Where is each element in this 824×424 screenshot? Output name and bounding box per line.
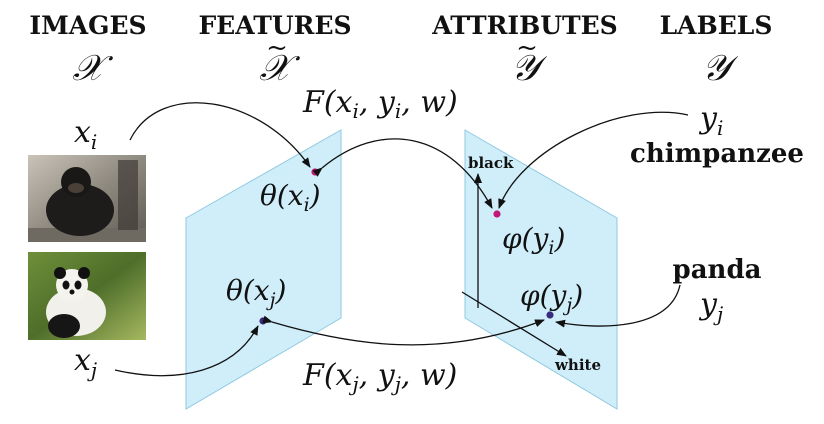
phi-yj-close: ) — [571, 279, 583, 312]
phi-yj-sub: j — [562, 294, 572, 316]
theta-xj-label: θ(xj) — [226, 274, 286, 311]
image-xj-label: xj — [74, 343, 97, 382]
chimpanzee-image — [28, 155, 146, 242]
arrow-compat-bottom — [262, 315, 545, 346]
compat-bottom-ysub: j — [391, 372, 401, 396]
compat-bottom-label: F(xj, yj, w) — [302, 358, 457, 396]
theta-xj-close: ) — [274, 274, 286, 307]
header-features: FEATURES — [198, 11, 351, 40]
symbol-attributes-tilde: ~ — [516, 33, 538, 63]
phi-yj-label: φ(yj) — [520, 279, 583, 316]
yj-base: y — [698, 287, 718, 322]
header-labels: LABELS — [660, 11, 773, 40]
compat-top-end: , w) — [401, 85, 457, 120]
theta-xi-sub: i — [304, 194, 310, 216]
phi-yi-point — [493, 210, 501, 218]
yi-base: y — [698, 101, 718, 136]
xj-subscript: j — [87, 358, 97, 382]
header-images: IMAGES — [29, 11, 146, 40]
xi-subscript: i — [91, 130, 97, 154]
theta-xi-close: ) — [309, 179, 321, 212]
compat-bottom-xsub: j — [348, 372, 358, 396]
phi-yj-point — [546, 311, 554, 319]
theta-xj-sub: j — [266, 289, 276, 311]
phi-yi-sub: i — [548, 237, 554, 259]
phi-yi-close: ) — [553, 222, 565, 255]
axis-label-black: black — [468, 154, 514, 172]
arrow-yj-to-phi — [555, 284, 681, 328]
panda-image — [28, 252, 146, 340]
theta-xi-label: θ(xi) — [260, 179, 321, 216]
class-chimpanzee: chimpanzee — [630, 139, 804, 169]
phi-yi-label: φ(yi) — [502, 222, 565, 259]
theta-xi-point — [311, 168, 319, 176]
label-yj: yj — [698, 287, 723, 326]
compat-top-ysub: i — [395, 99, 401, 123]
symbol-features-tilde: ~ — [266, 33, 288, 63]
arrow-yi-to-phi — [498, 111, 689, 209]
compat-bottom-mid: , y — [359, 358, 396, 393]
header-attributes: ATTRIBUTES — [431, 11, 617, 40]
compat-top-label: F(xi, yi, w) — [302, 85, 458, 123]
xi-base: x — [74, 115, 91, 150]
image-xi-label: xi — [74, 115, 97, 154]
class-panda: panda — [673, 255, 762, 285]
theta-xj-point — [259, 317, 267, 325]
arrow-compat-top — [312, 138, 493, 209]
arrow-xi-to-theta — [129, 102, 311, 168]
symbol-images-space: 𝒳 — [73, 48, 114, 89]
compat-top-mid: , y — [359, 85, 396, 120]
yi-subscript: i — [717, 116, 723, 140]
symbol-labels-space: 𝒴 — [702, 48, 739, 89]
arrow-xj-to-theta — [114, 325, 259, 377]
xj-base: x — [74, 343, 91, 378]
compat-top-xsub: i — [352, 99, 358, 123]
axis-label-white: white — [554, 356, 601, 374]
compat-bottom-end: , w) — [401, 358, 457, 393]
label-yi: yi — [698, 101, 723, 140]
yj-subscript: j — [713, 302, 723, 326]
